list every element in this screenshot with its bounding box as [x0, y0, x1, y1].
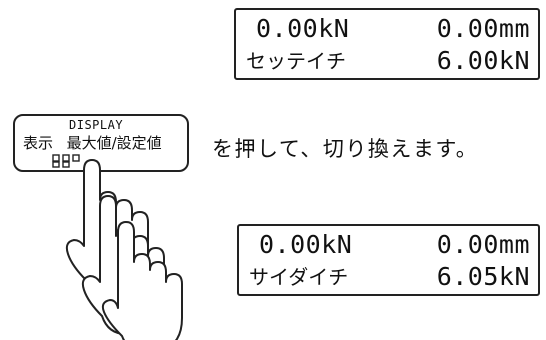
button-main-label: 表示 最大値/設定値 — [23, 133, 162, 153]
display-row-measurement: 0.00kN 0.00mm — [246, 14, 530, 44]
display-panel-setpoint: 0.00kN 0.00mm セッテイチ 6.00kN — [234, 8, 540, 80]
force-readout: 0.00kN — [259, 230, 353, 259]
force-readout: 0.00kN — [256, 14, 350, 43]
display-row-measurement: 0.00kN 0.00mm — [249, 230, 530, 260]
display-panel-maximum: 0.00kN 0.00mm サイダイチ 6.05kN — [237, 224, 540, 296]
display-row-setpoint: セッテイチ 6.00kN — [246, 46, 530, 76]
pressing-hand-icon — [65, 159, 183, 340]
maximum-label: サイダイチ — [249, 265, 349, 289]
setpoint-value: 6.00kN — [436, 46, 530, 75]
instruction-text: を押して、切り換えます。 — [212, 137, 479, 161]
setpoint-label: セッテイチ — [246, 49, 346, 73]
display-max-setpoint-button[interactable]: DISPLAY 表示 最大値/設定値 — [13, 114, 189, 172]
displacement-readout: 0.00mm — [436, 14, 530, 43]
displacement-readout: 0.00mm — [436, 230, 530, 259]
button-top-label: DISPLAY — [69, 118, 124, 132]
display-row-maximum: サイダイチ 6.05kN — [249, 262, 530, 292]
display-toggle-illustration: DISPLAY 表示 最大値/設定値 — [0, 108, 210, 340]
button-label-display: 表示 — [23, 134, 54, 152]
button-label-max-setpoint: 最大値/設定値 — [66, 134, 162, 152]
button-led-icon — [52, 154, 80, 168]
maximum-value: 6.05kN — [436, 262, 530, 291]
